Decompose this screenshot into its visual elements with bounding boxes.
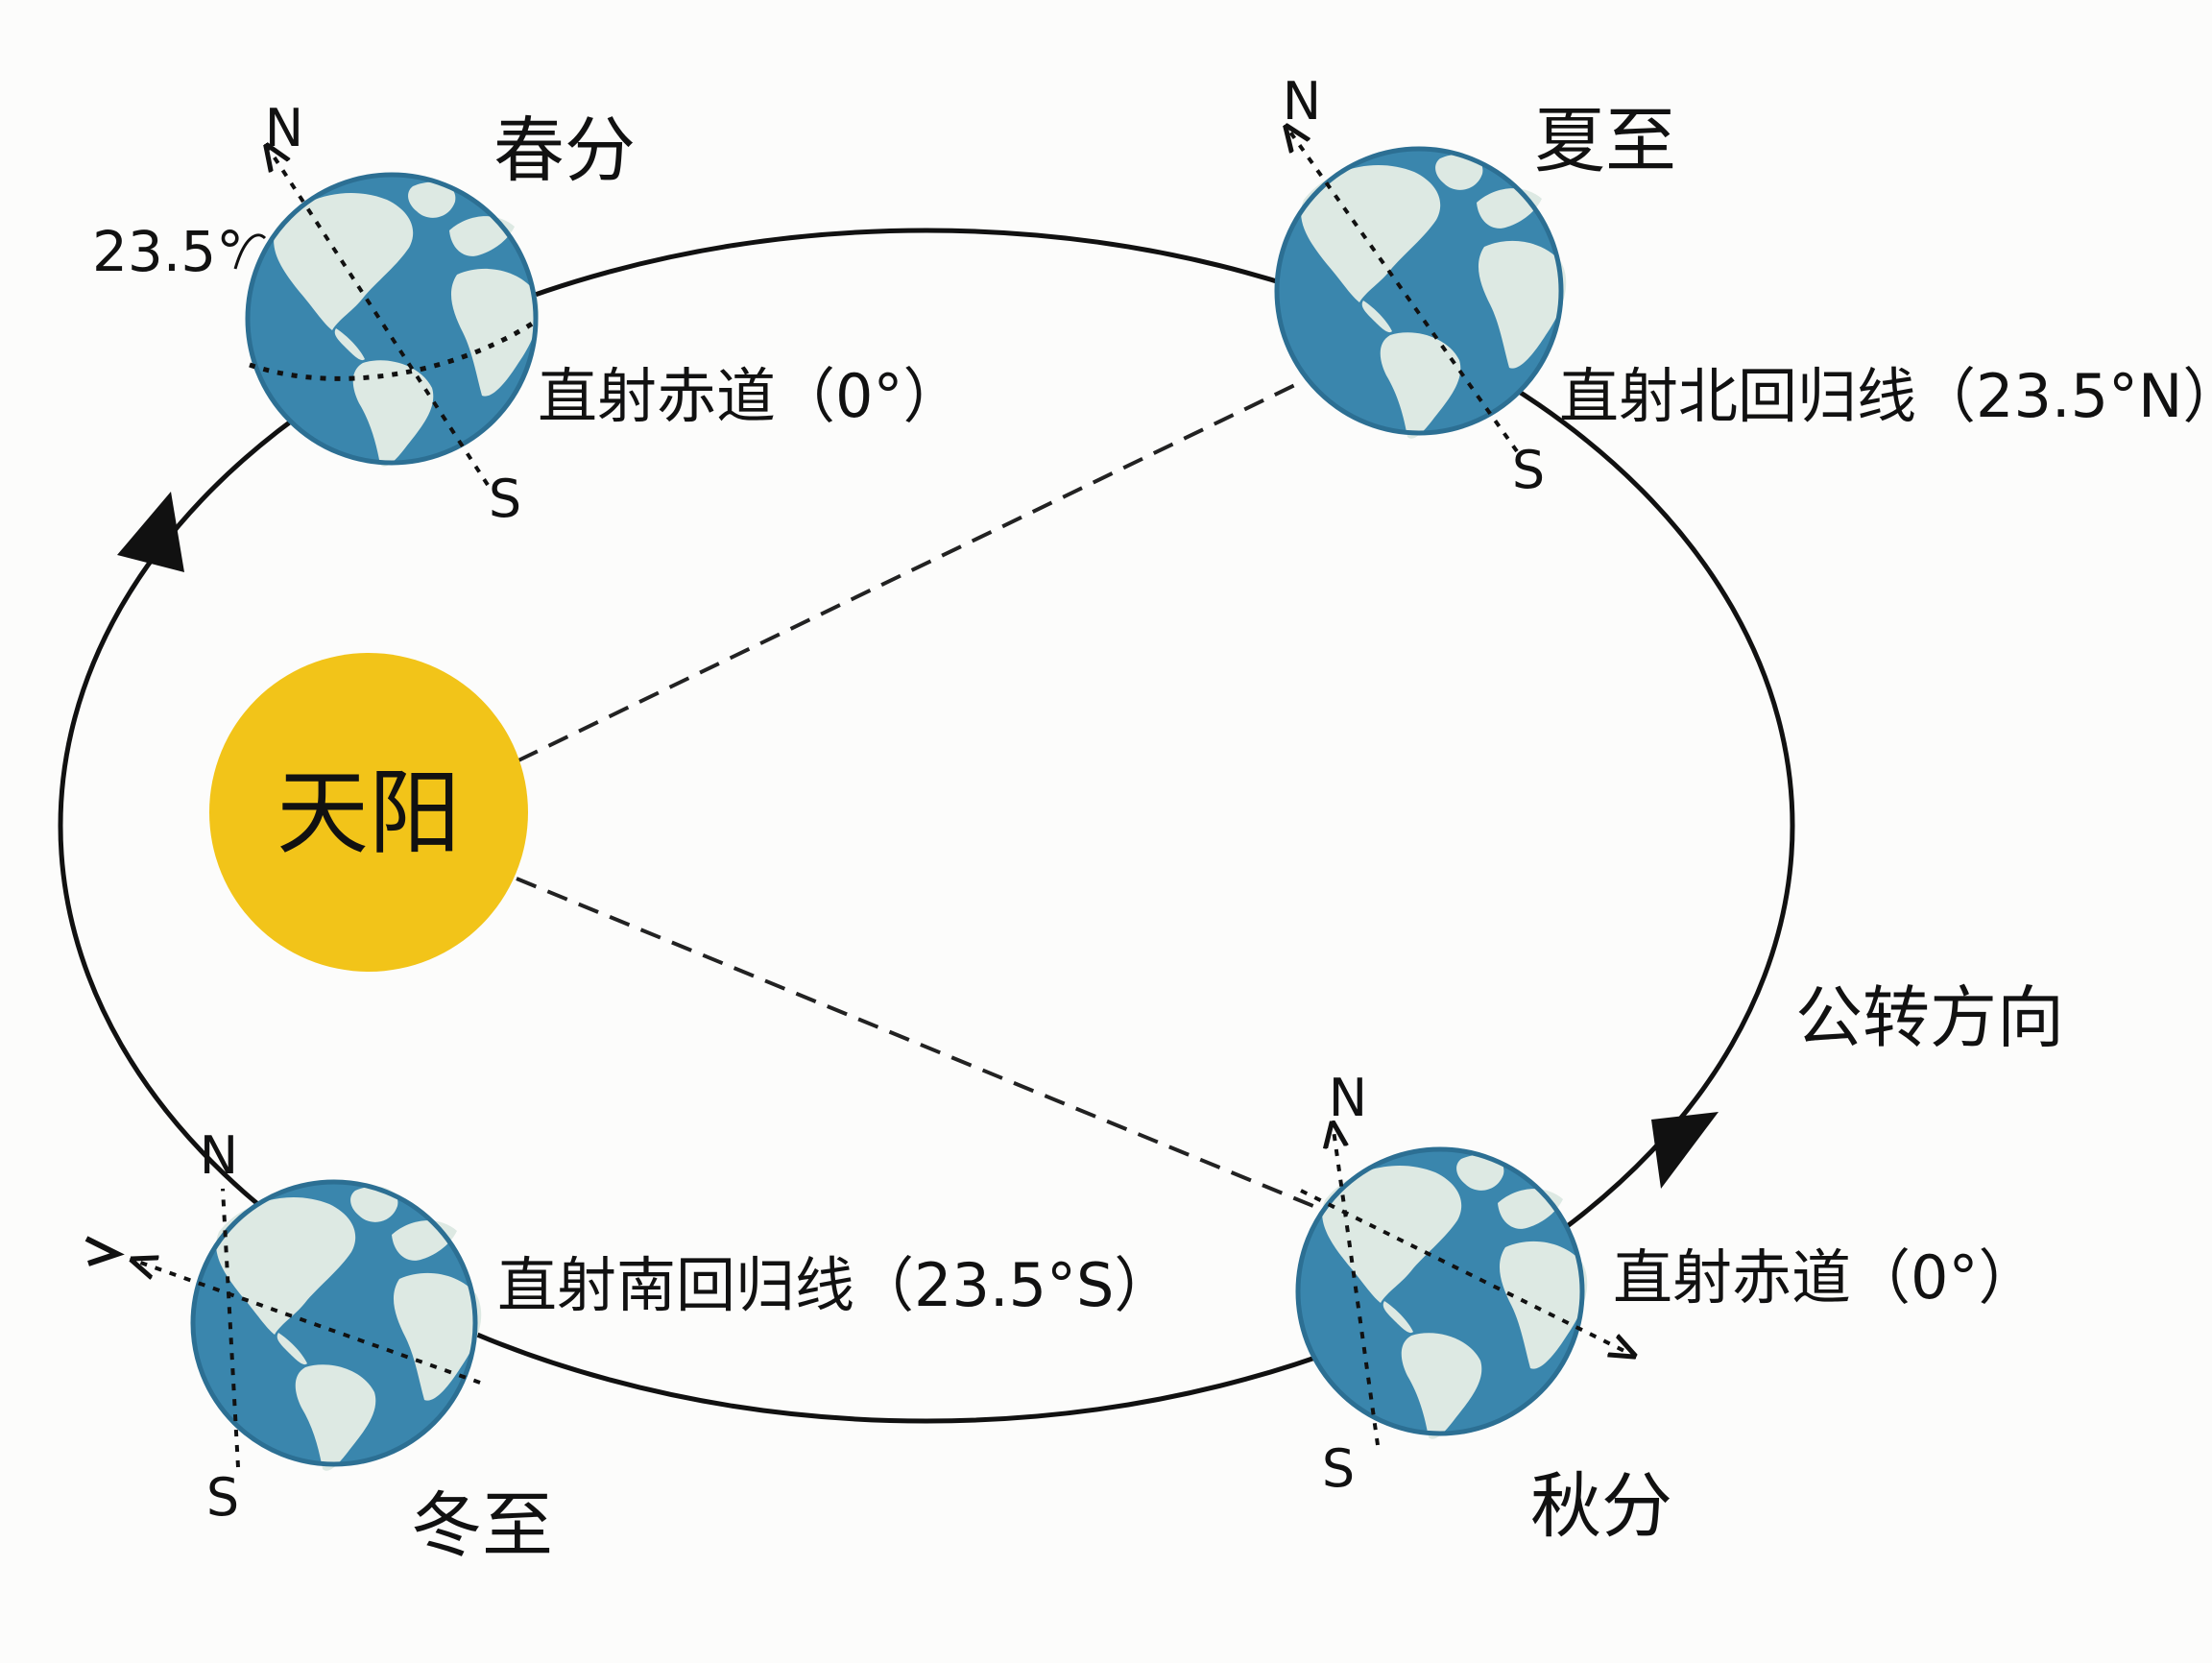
earth-winter [190,1179,482,1471]
orbit-ellipse [58,228,1795,1424]
axis-summer [1286,127,1519,453]
axis-winter [221,1188,240,1468]
earth-rim [1295,1146,1585,1436]
tilt-angle-label: 23.5° [92,219,244,284]
pole-n-autumn: N [1329,1068,1367,1128]
note-summer: 直射北回归线（23.5°N） [1559,361,2212,431]
note-autumn: 直射赤道（0°） [1613,1242,2037,1313]
earth-rim [1274,146,1564,436]
pole-n-spring: N [265,98,303,158]
season-label-summer: 夏至 [1534,100,1676,182]
pole-s-summer: S [1512,440,1545,500]
earth-rim [190,1179,478,1467]
pole-s-autumn: S [1322,1438,1355,1499]
sun-disc [209,653,528,972]
pole-n-summer: N [1283,71,1321,132]
sun-label: 天阳 [276,759,461,867]
ray-line-autumn [1300,1189,1634,1356]
earth-rim [245,172,539,466]
season-label-autumn: 秋分 [1530,1465,1672,1548]
pole-s-spring: S [489,469,521,529]
pole-n-winter: N [200,1125,238,1186]
season-label-spring: 春分 [493,109,636,192]
earth-summer [1274,146,1567,439]
pole-s-winter: S [206,1467,239,1528]
sunray-to-autumn [516,877,1412,1248]
note-spring: 直射赤道（0°） [538,361,962,431]
ray-arrow-winter [84,1236,125,1266]
note-winter: 直射南回归线（23.5°S） [497,1250,1173,1320]
earth-autumn [1295,1146,1588,1439]
earth-spring [245,172,540,467]
season-label-winter: 冬至 [411,1484,553,1567]
sunray-to-summer [517,380,1302,762]
orbit-arrow-left [117,492,184,572]
revolution-direction-label: 公转方向 [1795,978,2064,1057]
axis-spring [267,146,490,487]
orbit-arrow-right [1651,1112,1719,1189]
tilt-arc [233,233,267,270]
